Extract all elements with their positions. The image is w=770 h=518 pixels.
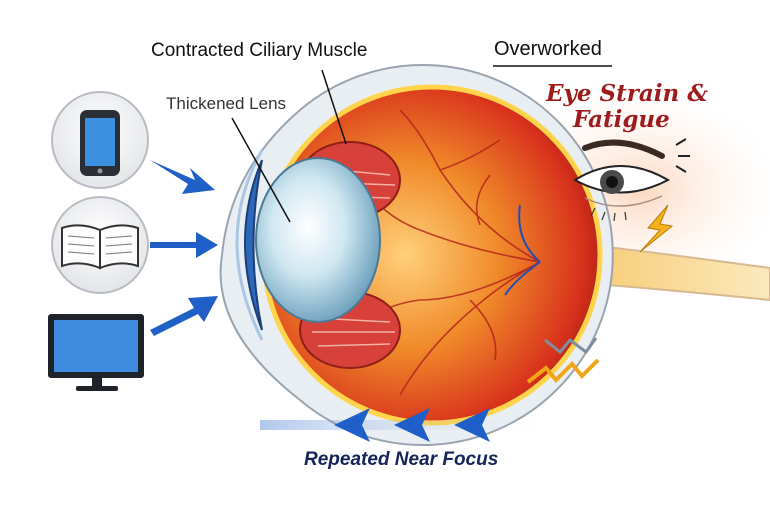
ciliary-leader-line — [321, 69, 347, 145]
overworked-label: Overworked — [494, 38, 602, 60]
focus-arrow-3 — [454, 408, 490, 442]
eye-strain-label: Eye Strain & — [546, 80, 709, 107]
zigzag-gray-icon — [544, 337, 598, 355]
computer-monitor-icon — [48, 314, 144, 391]
lightning-bolt-icon — [639, 204, 674, 253]
focus-arrow-1 — [334, 408, 370, 442]
iris — [244, 159, 263, 331]
lens-label: Thickened Lens — [166, 94, 287, 113]
near-focus-label: Repeated Near Focus — [304, 449, 499, 470]
fatigue-label: Fatigue — [573, 106, 670, 133]
phone-arrow — [150, 160, 215, 194]
cornea — [235, 149, 264, 341]
thickened-lens — [255, 157, 381, 323]
device-arrows — [150, 160, 218, 336]
retinal-veins — [504, 204, 541, 296]
zigzag-yellow-icon — [526, 358, 600, 384]
book-arrow — [150, 232, 218, 258]
open-book-icon — [61, 224, 139, 270]
lens-leader-line — [231, 117, 291, 223]
tired-eye-icon — [573, 138, 690, 222]
ciliary-muscle-label: Contracted Ciliary Muscle — [151, 40, 368, 61]
monitor-arrow — [150, 296, 218, 336]
focus-arrow-2 — [394, 408, 430, 442]
near-focus-arrows — [260, 408, 560, 442]
smartphone-icon — [80, 110, 120, 176]
